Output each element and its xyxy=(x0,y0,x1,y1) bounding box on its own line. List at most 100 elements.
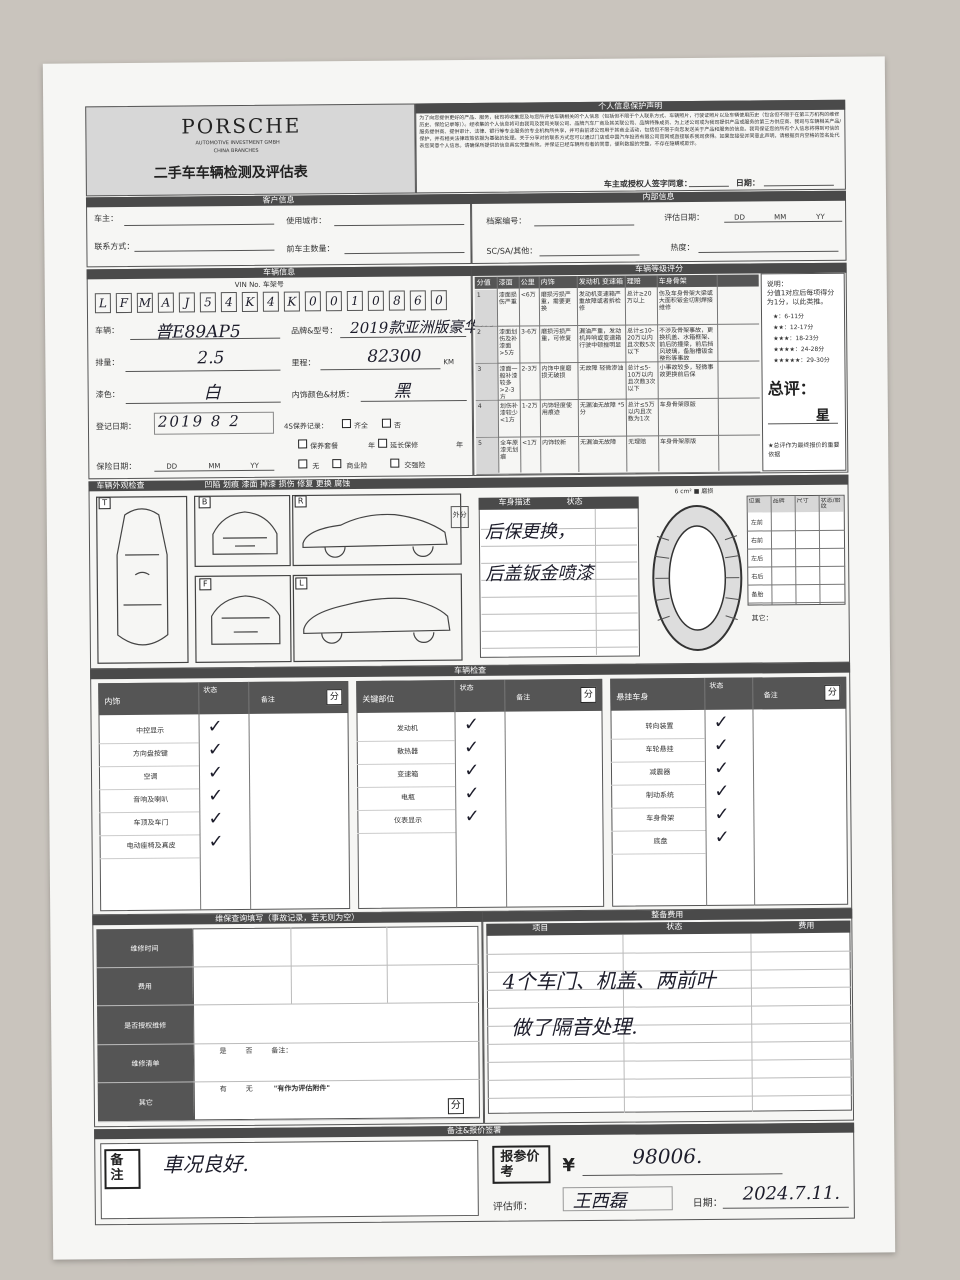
grade-cell: 内饰较新 xyxy=(542,439,567,447)
tire-row: 备胎 xyxy=(751,591,764,599)
grade-cell: 3 xyxy=(477,365,482,373)
s4-no-checkbox[interactable] xyxy=(381,418,391,428)
car-rear-view xyxy=(211,595,281,645)
remark-label: 备注 xyxy=(110,1153,124,1184)
eval-date-label: 评估日期： xyxy=(664,212,705,223)
check-mark: ✓ xyxy=(713,734,730,756)
check-mark: ✓ xyxy=(207,762,224,784)
tire-header: 位置 xyxy=(748,498,761,505)
damage-note-1: 后保更换， xyxy=(484,521,575,543)
check-mark: ✓ xyxy=(713,711,729,733)
color-value: 白 xyxy=(203,383,221,404)
grade-cell: 5 xyxy=(478,439,482,447)
inspection-item: 车轮悬挂 xyxy=(645,745,674,754)
grade-cell: 总计≤5万以内且次数为1次 xyxy=(627,401,655,423)
logo-sub-1: AUTOMOTIVE INVESTMENT GMBH xyxy=(195,139,280,147)
file-no-label: 档案编号： xyxy=(486,216,527,226)
tire-row: 左前 xyxy=(750,519,763,527)
inspection-item: 中控显示 xyxy=(136,726,165,735)
porsche-logo: PORSCHE xyxy=(181,113,302,139)
view-label: B xyxy=(198,496,211,509)
grade-cell: 总计≤5-10万以内且次数3次以下 xyxy=(627,364,656,393)
inspection-item: 发动机 xyxy=(396,724,418,733)
grade-cell: 小事故较多，轻微事故更换前后保 xyxy=(659,363,714,379)
city-label: 使用城市： xyxy=(286,216,327,226)
tire-legend: 6 cm² ■ 磨损 xyxy=(674,487,714,496)
grade-cell: 3-6万 xyxy=(521,328,537,336)
grade-cell: 2 xyxy=(477,328,482,336)
vin-char: M xyxy=(136,292,153,313)
interior-value: 黑 xyxy=(393,381,411,402)
footer-date-value: 2024.7.11. xyxy=(742,1182,841,1205)
maint-row-label: 维修清单 xyxy=(131,1059,160,1069)
heat-label: 热度： xyxy=(670,243,695,253)
grade-cell: 总计≥20万以上 xyxy=(626,290,652,305)
owner-label: 车主： xyxy=(94,214,119,224)
grade-cell: 车身骨架原版 xyxy=(660,438,697,446)
mileage-label: 里程： xyxy=(291,358,316,368)
grade-cell: 1-2万 xyxy=(521,402,538,410)
check-mark: ✓ xyxy=(713,757,730,779)
grade-cell: 漆面损伤严重 xyxy=(498,291,517,306)
total-note: ★总评作为最终报价的重要依据 xyxy=(768,441,840,459)
s4-label: 4S保养记录： xyxy=(283,422,328,431)
ins-commercial-checkbox[interactable] xyxy=(332,459,342,469)
quote-value: 98006. xyxy=(632,1143,703,1169)
grade-cell: 漏油严重，发动机异响或变速箱行驶中顿挫明显 xyxy=(579,327,622,350)
logo-sub-2: CHINA BRANCHES xyxy=(213,147,259,155)
check-mark: ✓ xyxy=(208,831,224,853)
vin-char: 0 xyxy=(304,291,321,312)
grade-cell: 无漏油无故障 xyxy=(580,438,617,447)
maint-row-label: 其它 xyxy=(138,1098,153,1107)
interior-score-box: 分 xyxy=(326,689,343,706)
footer-date-label: 日期： xyxy=(692,1197,723,1210)
car-top-view xyxy=(116,508,169,646)
brand-label: 品牌&型号： xyxy=(291,326,338,336)
grade-cell: 无漏油无故障 *5分 xyxy=(579,401,625,417)
view-label: T xyxy=(98,497,111,510)
check-mark: ✓ xyxy=(464,736,480,759)
s4-full-checkbox[interactable] xyxy=(341,419,351,429)
maint-score-box: 分 xyxy=(447,1098,464,1115)
grade-cell: 漆面划伤及补漆面>5方 xyxy=(499,328,518,357)
grade-cell: 总计≤10-20万以内且次数5次以下 xyxy=(627,327,656,356)
color-label: 漆色： xyxy=(95,390,120,400)
vin-char: K xyxy=(283,291,300,312)
grade-header: 分值 xyxy=(476,278,491,287)
legend-item: ★★：12-17分 xyxy=(773,323,814,332)
tire-header: 尺寸 xyxy=(796,497,809,505)
sc-label: SC/SA/其他： xyxy=(486,246,538,256)
legend-item: ★★★：18-23分 xyxy=(773,334,819,343)
inspection-item: 车身骨架 xyxy=(646,814,675,823)
ins-none-checkbox[interactable] xyxy=(298,459,308,469)
ext-warranty-checkbox[interactable] xyxy=(378,438,388,448)
view-label: L xyxy=(295,577,308,590)
check-mark: ✓ xyxy=(464,805,480,828)
inspection-item: 转向装置 xyxy=(645,722,674,731)
contact-label: 联系方式： xyxy=(94,241,135,252)
inspection-item: 减震器 xyxy=(649,768,671,777)
ins-compulsory-checkbox[interactable] xyxy=(390,458,400,468)
car-diagrams xyxy=(95,493,463,664)
grade-cell: 车身骨架原版 xyxy=(659,401,696,409)
check-mark: ✓ xyxy=(714,780,730,802)
inspection-item: 空调 xyxy=(143,772,158,781)
grade-header: 内饰 xyxy=(540,278,555,287)
interior-label: 内饰颜色&材质： xyxy=(291,389,354,400)
grade-header: 漆面 xyxy=(498,278,513,287)
grade-cell: 漆面一般补漆较多>2-3方 xyxy=(499,365,518,399)
grade-cell: <6万 xyxy=(520,291,536,299)
key-score-box: 分 xyxy=(580,686,597,704)
inspection-item: 音响及喇叭 xyxy=(133,795,169,804)
grade-cell: 内饰轻度使用痕迹 xyxy=(541,402,572,417)
vin-char: 8 xyxy=(388,290,405,311)
grade-cell: <1万 xyxy=(522,439,538,447)
displacement-value: 2.5 xyxy=(197,348,225,369)
vin-char: 1 xyxy=(346,290,363,312)
grade-cell: 磨损污损严重，可修复 xyxy=(541,328,572,343)
vin-char: A xyxy=(157,292,174,313)
grade-cell: 不涉及骨架事故，更换机盖、水箱框架、前后防撞梁，前后挡风玻璃，备胎槽钣金整形等事… xyxy=(659,326,714,361)
warranty-checkbox[interactable] xyxy=(298,439,308,449)
